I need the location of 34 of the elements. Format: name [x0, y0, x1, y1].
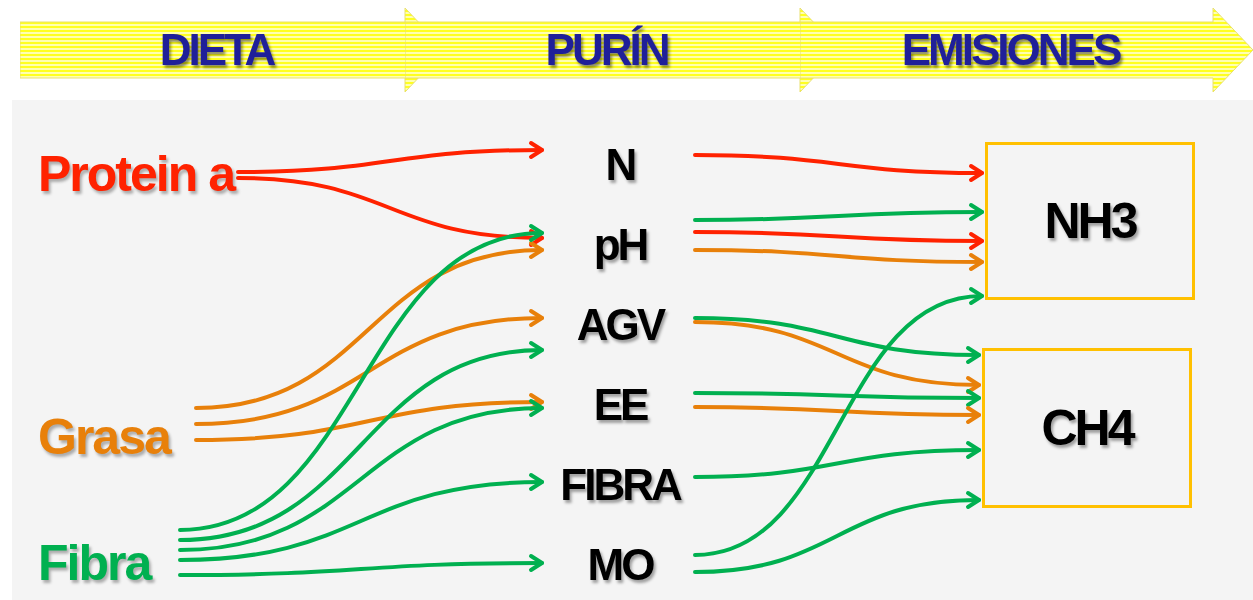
arrow	[693, 316, 981, 364]
arrow	[178, 554, 544, 577]
arrow	[194, 241, 544, 410]
arrow	[693, 288, 984, 557]
arrow	[693, 441, 981, 479]
arrow	[693, 320, 981, 394]
diet-label: Fibra	[38, 524, 180, 596]
arrow	[194, 309, 544, 426]
emission-label: NH3	[1044, 191, 1136, 251]
diet-label: Grasa	[38, 398, 196, 470]
arrow	[178, 399, 544, 552]
arrow	[236, 176, 544, 247]
manure-parameter: FIBRA	[560, 459, 680, 511]
arrow	[178, 342, 544, 542]
arrow	[693, 405, 981, 424]
arrow	[236, 141, 544, 174]
emission-box	[985, 142, 1195, 300]
manure-parameter: EE	[593, 379, 647, 431]
arrow	[194, 393, 544, 442]
arrow	[693, 230, 984, 250]
arrow	[693, 491, 981, 574]
emission-label: CH4	[1041, 398, 1133, 458]
manure-parameter: MO	[587, 539, 653, 591]
arrow	[693, 153, 984, 182]
arrow	[693, 248, 984, 271]
manure-parameter: N	[605, 139, 635, 191]
diet-label: Protein a	[38, 135, 238, 291]
arrow	[178, 225, 544, 532]
manure-parameter: AGV	[576, 299, 664, 351]
arrow	[693, 388, 981, 407]
emission-box	[982, 348, 1192, 508]
arrow	[178, 473, 544, 562]
manure-parameter: pH	[593, 219, 647, 271]
arrow	[693, 203, 984, 222]
